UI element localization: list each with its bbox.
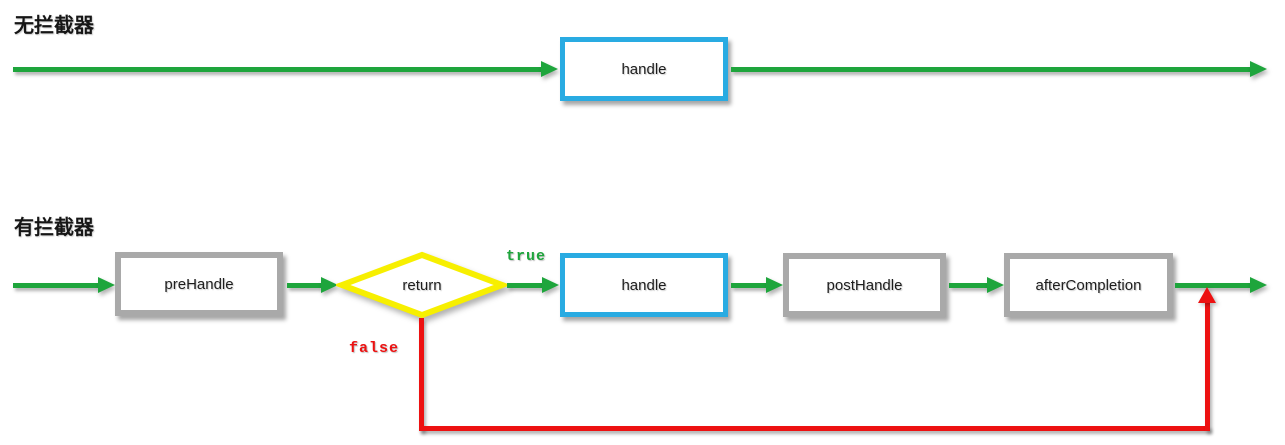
node-prehandle: preHandle: [115, 252, 283, 316]
node-handle-2: handle: [560, 253, 728, 317]
arrow-right-icon: [98, 277, 115, 293]
node-prehandle-label: preHandle: [164, 275, 234, 293]
arrow-right-icon: [321, 277, 338, 293]
node-posthandle-label: postHandle: [826, 276, 903, 294]
flow-line-to-decision: [287, 283, 321, 288]
arrow-right-icon: [542, 277, 559, 293]
node-posthandle: postHandle: [783, 253, 946, 317]
arrow-right-icon: [987, 277, 1004, 293]
arrow-right-icon: [766, 277, 783, 293]
flow-line-true-branch: [507, 283, 542, 288]
flow-line-to-prehandle: [13, 283, 98, 288]
node-handle-2-label: handle: [621, 276, 667, 294]
section-title-no-interceptor: 无拦截器: [14, 15, 94, 37]
node-aftercompletion-label: afterCompletion: [1035, 276, 1142, 294]
flow-line-request: [13, 67, 541, 72]
decision-diamond-icon: [336, 251, 508, 319]
false-loop-line-down: [419, 318, 424, 431]
node-handle: handle: [560, 37, 728, 101]
arrow-right-icon: [1250, 61, 1267, 77]
node-aftercompletion: afterCompletion: [1004, 253, 1173, 317]
arrow-up-icon: [1198, 287, 1216, 303]
false-loop-line-up: [1205, 302, 1210, 431]
arrow-right-icon: [541, 61, 558, 77]
flow-line-exit: [1175, 283, 1250, 288]
flow-line-to-aftercompletion: [949, 283, 987, 288]
flow-line-response: [731, 67, 1250, 72]
decision-label: return: [402, 276, 442, 294]
section-title-with-interceptor: 有拦截器: [14, 217, 94, 239]
flow-line-to-posthandle: [731, 283, 766, 288]
node-handle-label: handle: [621, 60, 667, 78]
false-loop-line-bottom: [419, 426, 1210, 431]
branch-true-label: true: [506, 248, 547, 265]
branch-false-label: false: [349, 340, 400, 357]
arrow-right-icon: [1250, 277, 1267, 293]
